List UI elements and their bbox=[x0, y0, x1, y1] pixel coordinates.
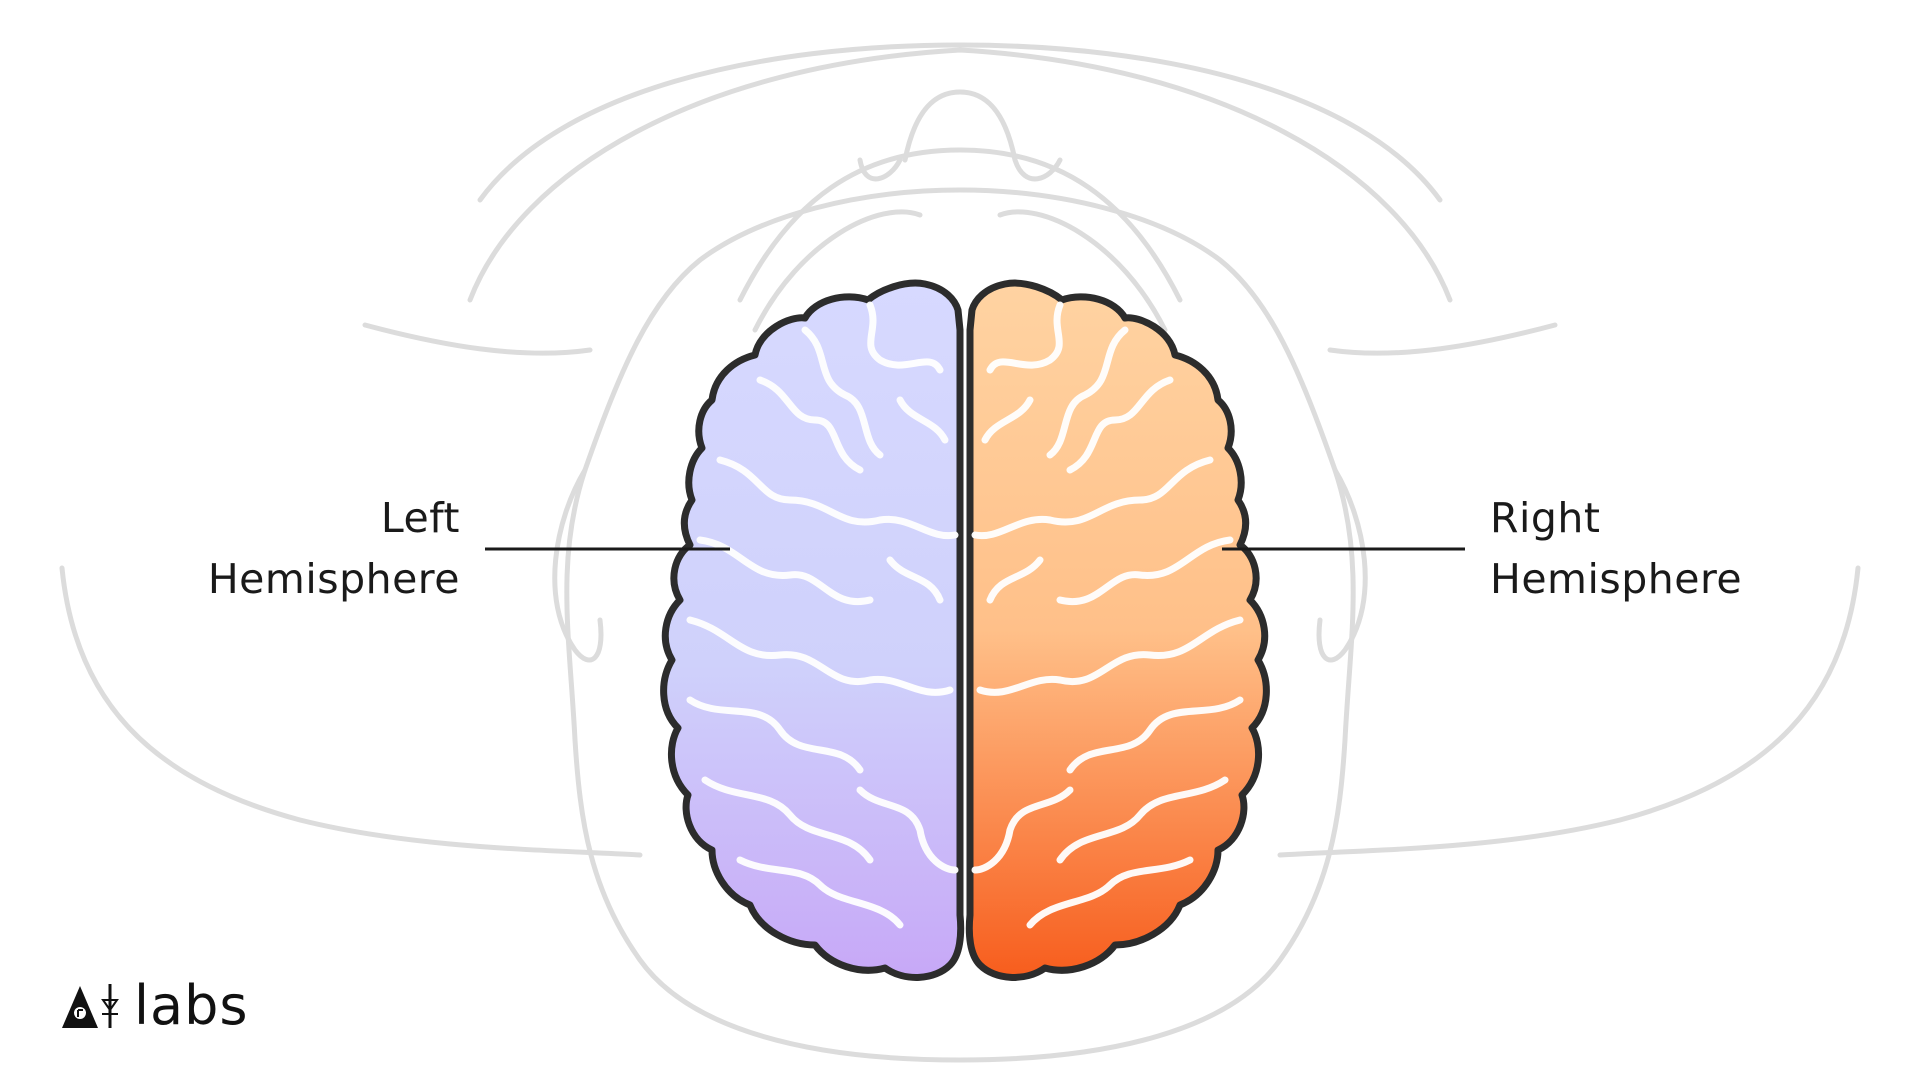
shoulder-left bbox=[59, 565, 643, 858]
left-hemisphere bbox=[660, 279, 965, 981]
ai-labs-logo-icon bbox=[62, 984, 119, 1028]
shoulder-right bbox=[1277, 565, 1861, 858]
nose-line bbox=[902, 89, 1063, 182]
ear-left bbox=[552, 467, 604, 663]
ear-right bbox=[1316, 467, 1368, 663]
head-silhouette bbox=[59, 42, 1861, 1063]
face-line bbox=[737, 147, 1183, 303]
right-label-line1: Right bbox=[1490, 494, 1601, 542]
right-gyri-lines bbox=[971, 301, 1244, 929]
right-hemisphere bbox=[965, 279, 1270, 981]
back-line bbox=[362, 322, 593, 356]
left-hemisphere-label: Left Hemisphere bbox=[208, 488, 460, 610]
left-label-line1: Left bbox=[380, 494, 460, 542]
brow-line-left bbox=[752, 209, 923, 333]
left-label-line2: Hemisphere bbox=[207, 555, 460, 603]
skull-outline bbox=[564, 187, 1356, 1063]
brand-logo: labs bbox=[58, 976, 249, 1036]
right-label-line2: Hemisphere bbox=[1490, 555, 1743, 603]
right-hemisphere-label: Right Hemisphere bbox=[1490, 488, 1742, 610]
left-gyri-lines bbox=[686, 301, 959, 929]
logo-text: labs bbox=[134, 974, 249, 1037]
brow-line-right bbox=[997, 209, 1168, 333]
